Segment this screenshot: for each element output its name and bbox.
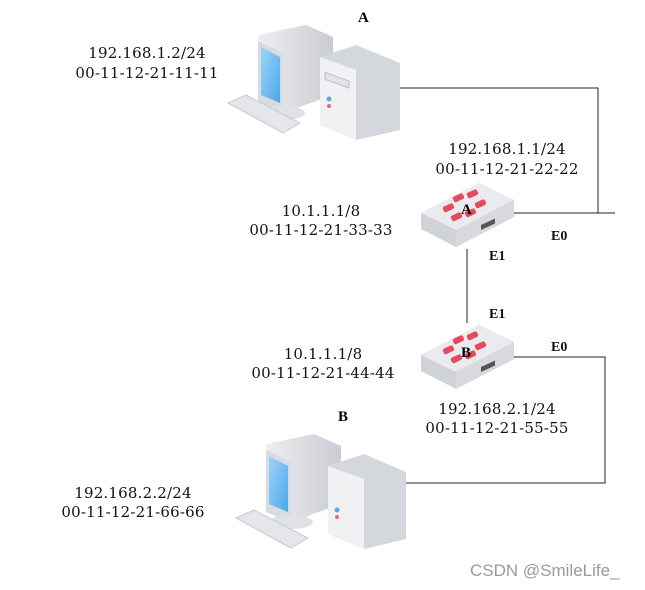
watermark: CSDN @SmileLife_ <box>470 561 620 580</box>
router-b-port-e0: E0 <box>551 340 568 355</box>
router-a-port-e1: E1 <box>489 249 506 264</box>
host-b-mac: 00-11-12-21-66-66 <box>61 503 205 521</box>
router-a-e1-ip: 10.1.1.1/8 <box>281 202 361 220</box>
router-a-e0-mac: 00-11-12-21-22-22 <box>435 160 579 178</box>
router-b-port-e1: E1 <box>489 307 506 322</box>
router-a-e1-mac: 00-11-12-21-33-33 <box>249 221 393 239</box>
router-b-e1-mac: 00-11-12-21-44-44 <box>251 364 395 382</box>
host-a-mac: 00-11-12-21-11-11 <box>75 64 219 82</box>
link-hostA-routerA <box>397 87 615 214</box>
router-a-port-e0: E0 <box>551 229 568 244</box>
link-routerB-hostB <box>405 356 606 484</box>
router-b-e0-ip: 192.168.2.1/24 <box>438 400 556 418</box>
host-b-name: B <box>338 409 349 425</box>
host-a-name: A <box>358 10 369 26</box>
host-a-ip: 192.168.1.2/24 <box>88 44 206 62</box>
router-a-name: A <box>461 202 472 218</box>
router-icon <box>421 325 514 389</box>
computer-icon <box>226 25 400 140</box>
router-b-e0-mac: 00-11-12-21-55-55 <box>425 419 569 437</box>
router-b-e1-ip: 10.1.1.1/8 <box>283 345 363 363</box>
router-icon <box>421 183 514 247</box>
router-b-name: B <box>461 345 472 361</box>
router-a-e0-ip: 192.168.1.1/24 <box>448 140 566 158</box>
host-b-ip: 192.168.2.2/24 <box>74 484 192 502</box>
computer-icon <box>234 434 406 549</box>
links <box>397 87 615 484</box>
